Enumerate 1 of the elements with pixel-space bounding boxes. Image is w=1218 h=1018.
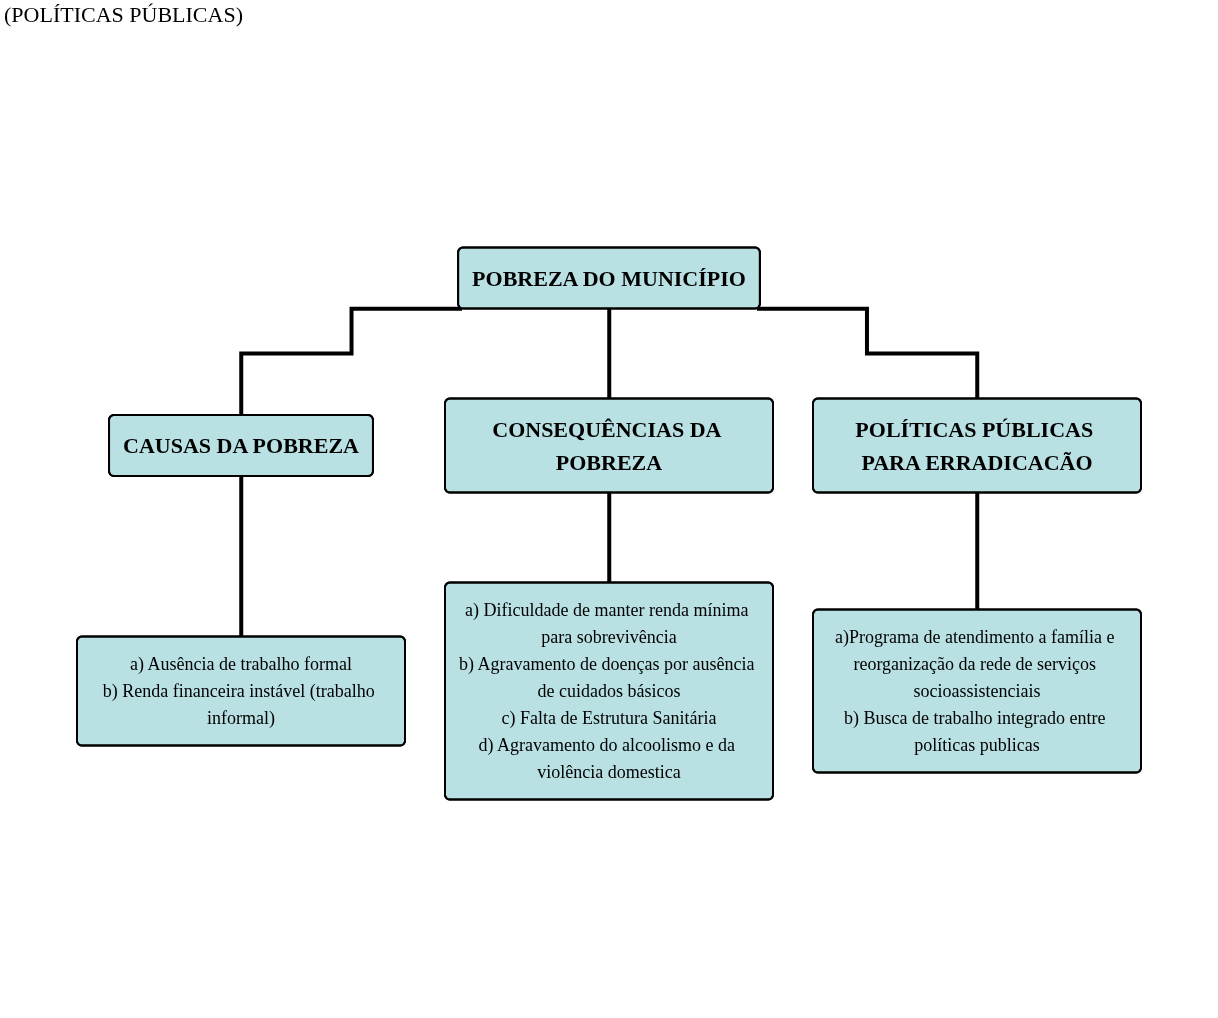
note-text: (POLÍTICAS PÚBLICAS) — [4, 2, 243, 28]
